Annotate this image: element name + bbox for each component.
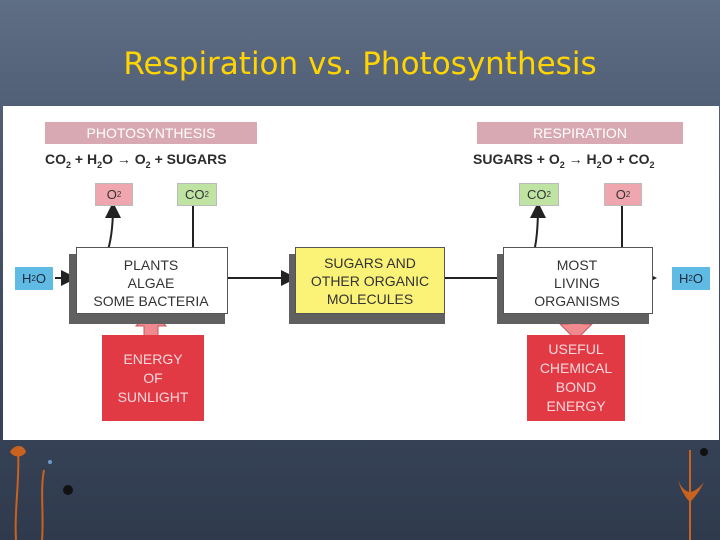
chemical-energy-box: USEFUL CHEMICAL BOND ENERGY	[527, 335, 625, 421]
cycle-diagram: PHOTOSYNTHESIS RESPIRATION CO2 + H2O → O…	[3, 106, 719, 440]
left-ornament	[10, 446, 73, 540]
respiration-equation: SUGARS + O2 → H2O + CO2	[473, 151, 655, 170]
organisms-box	[503, 247, 653, 314]
slide-title: Respiration vs. Photosynthesis	[123, 46, 597, 82]
respiration-header: RESPIRATION	[477, 122, 683, 144]
photosynthesis-header: PHOTOSYNTHESIS	[45, 122, 257, 144]
plants-label: PLANTS ALGAE SOME BACTERIA	[93, 257, 209, 309]
plants-box	[76, 247, 228, 314]
organisms-label: MOST LIVING ORGANISMS	[534, 257, 620, 309]
sugars-box: SUGARS AND OTHER ORGANIC MOLECULES	[295, 247, 445, 314]
right-ornament	[678, 448, 708, 540]
photosynthesis-equation: CO2 + H2O → O2 + SUGARS	[45, 151, 227, 170]
sunlight-energy-box: ENERGY OF SUNLIGHT	[102, 335, 204, 421]
